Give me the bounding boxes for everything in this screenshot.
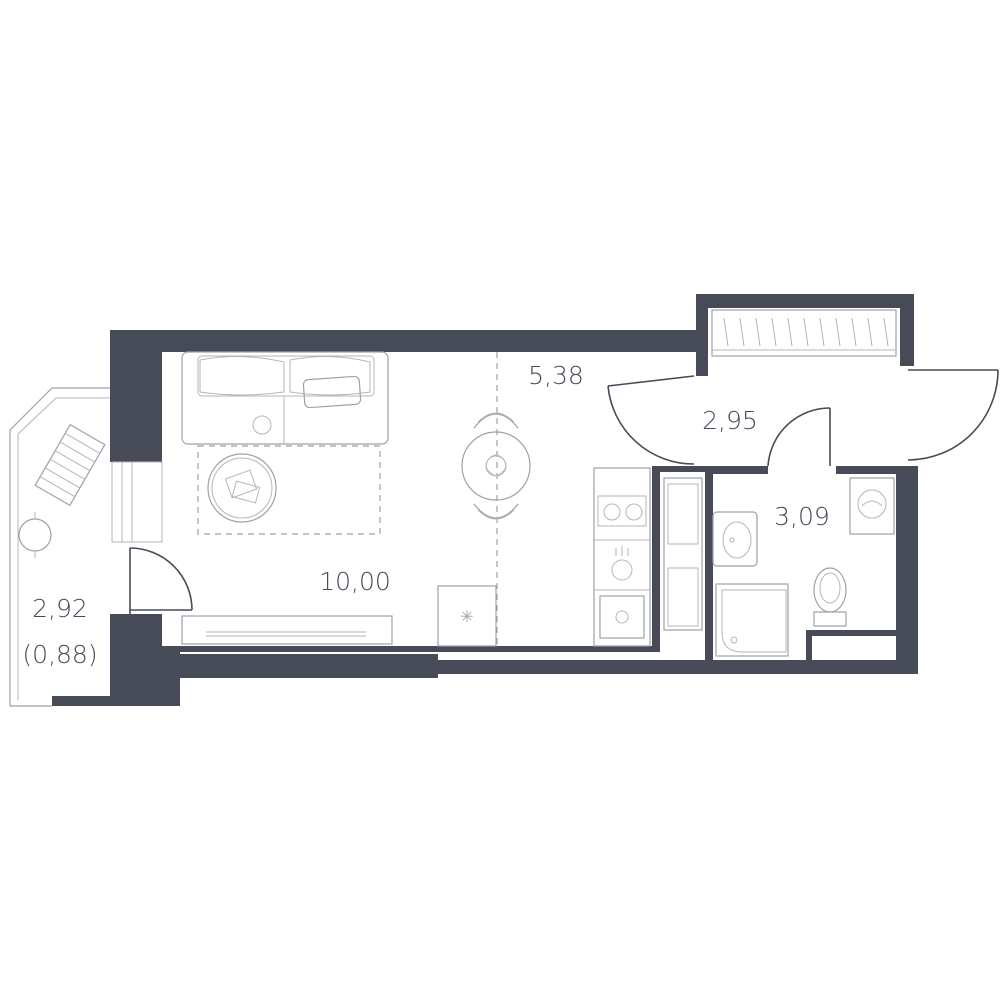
sofa: [181, 351, 389, 445]
walls: [52, 294, 918, 706]
kitchen: ✳ 5,38: [437, 361, 651, 647]
tv-stand: [181, 615, 393, 645]
hall-area: 2,95: [702, 406, 758, 435]
washbasin: [712, 511, 758, 567]
kitchen-counter: [593, 467, 651, 647]
wall-bath-left: [705, 468, 713, 660]
balcony-door-swing: [129, 547, 193, 611]
oven: [599, 595, 645, 639]
rug: [197, 445, 381, 535]
hall-door-swing: [607, 385, 695, 465]
wall-bath-top-left: [713, 466, 768, 474]
balcony-window: [111, 461, 163, 543]
washing-machine: [849, 477, 895, 535]
burner-icon: [625, 503, 643, 521]
kitchen-area: 5,38: [528, 361, 584, 390]
wardrobe: [711, 309, 897, 357]
toilet: [813, 567, 847, 613]
wall-hall-right: [900, 294, 914, 366]
wall-left-upper: [110, 330, 162, 462]
utility-shaft: [663, 477, 703, 631]
snowflake-icon: ✳: [460, 607, 473, 626]
wall-bottom-inner: [162, 646, 660, 652]
wall-kitchen-bath: [652, 468, 660, 652]
wall-left-lower: [110, 614, 162, 706]
bathroom-area: 3,09: [774, 502, 830, 531]
cooktop: [597, 495, 647, 527]
balcony-reduced-area: (0,88): [22, 640, 97, 669]
balcony-area: 2,92: [32, 594, 88, 623]
balcony-table: [18, 518, 52, 552]
wall-bottom-thick: [162, 654, 438, 678]
wall-top: [110, 330, 698, 352]
bathroom-door-swing: [767, 407, 831, 467]
coffee-table: [207, 453, 277, 523]
living-area: 10,00: [319, 567, 391, 596]
hangers: [723, 317, 889, 347]
wall-hall-left: [696, 294, 708, 376]
wall-balcony-bottom: [52, 696, 112, 706]
balcony-outline: [9, 387, 110, 707]
hall: 2,95: [607, 309, 999, 467]
wall-wc-shelf-left: [806, 630, 812, 660]
bathroom: 3,09: [712, 477, 895, 657]
wall-shaft-top: [652, 466, 713, 472]
wall-bottom: [438, 660, 918, 674]
balcony-inner-outline: [17, 397, 110, 700]
dining-table: [461, 431, 531, 501]
cushion-icon: [252, 415, 272, 435]
burner-icon: [603, 503, 621, 521]
fridge: [437, 585, 497, 647]
entrance-door-swing: [907, 369, 999, 461]
shower-tray: [715, 583, 789, 657]
hall-door-leaf[interactable]: [607, 375, 695, 387]
wall-wc-shelf: [806, 630, 898, 636]
wall-bath-top: [836, 466, 918, 474]
chair-bottom: [473, 503, 519, 519]
chair-top: [473, 413, 519, 429]
wall-right-bath: [896, 466, 918, 674]
balcony: 2,92 (0,88): [9, 387, 193, 707]
sink-icon: [611, 559, 633, 581]
deck-chair: [34, 423, 106, 507]
wall-hall-top: [696, 294, 914, 308]
toilet-tank: [813, 611, 847, 627]
living-room: 10,00: [181, 351, 393, 645]
